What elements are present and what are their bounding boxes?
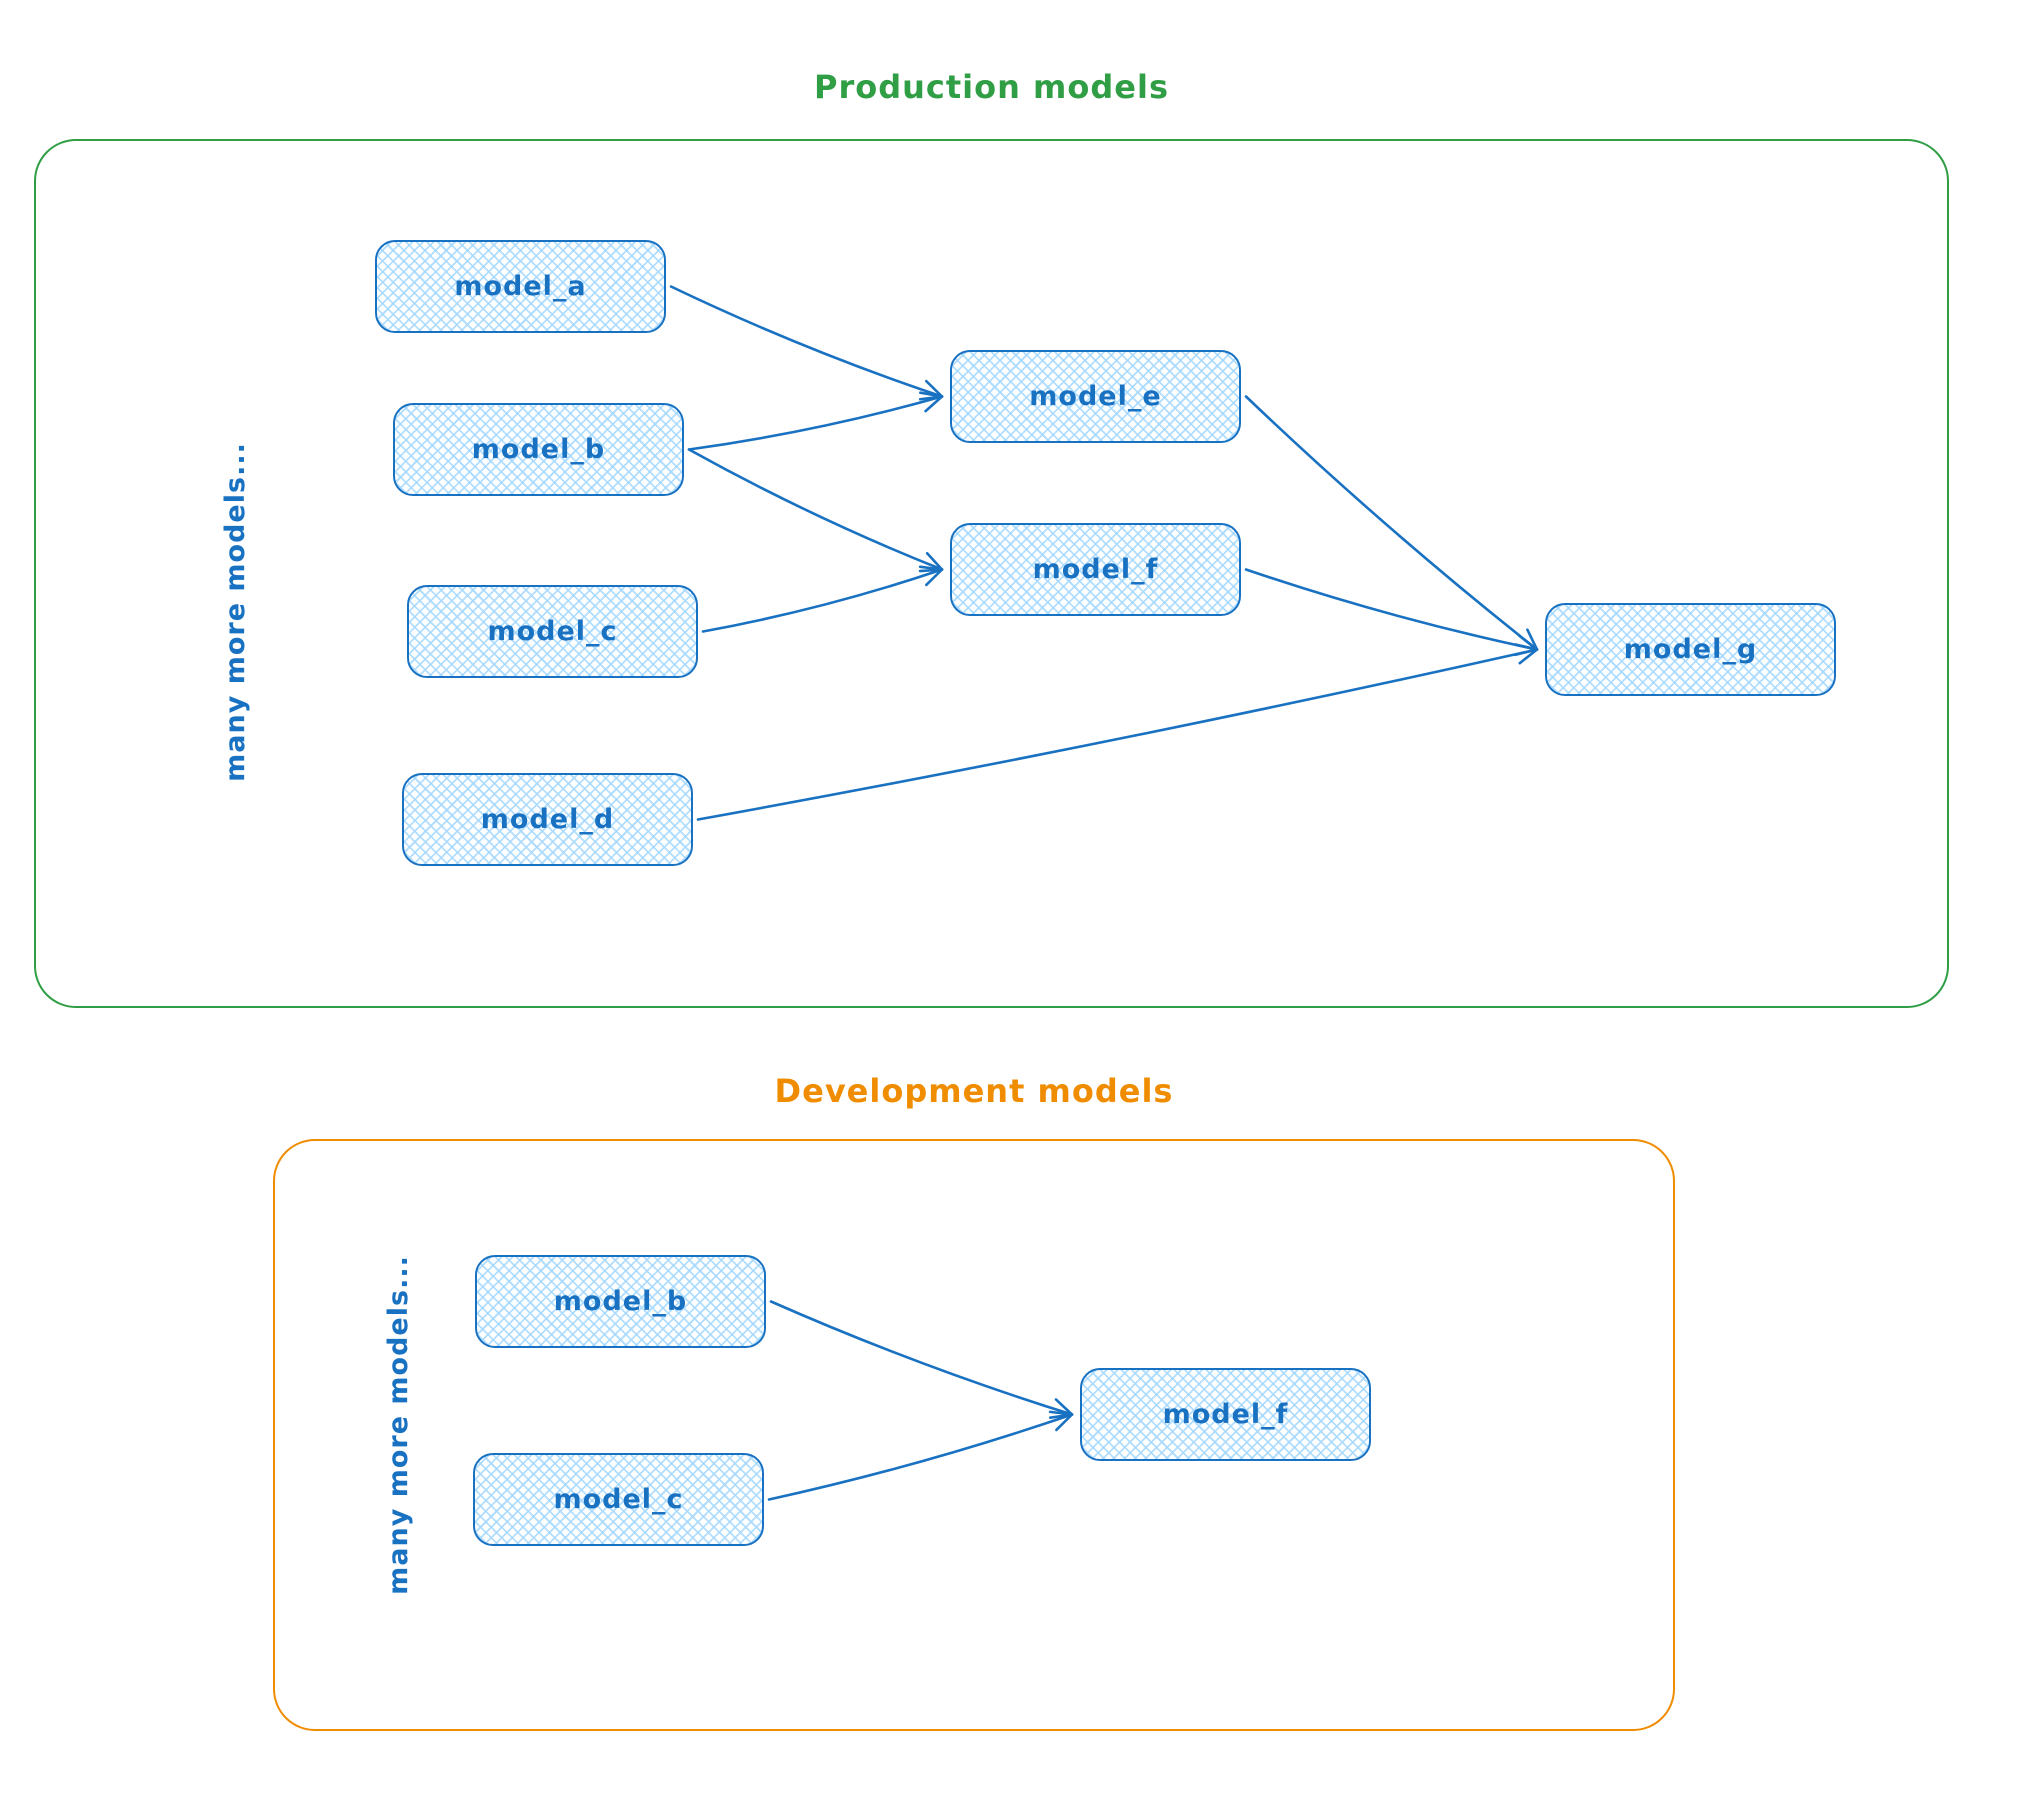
- node-model_b: model_b: [393, 403, 684, 496]
- node-model_a-label: model_a: [454, 271, 587, 302]
- production-group-title: Production models: [814, 68, 1169, 106]
- node-model_e: model_e: [950, 350, 1241, 443]
- node-model_c-label: model_c: [487, 616, 618, 647]
- development-side-label: many more models...: [383, 1255, 414, 1595]
- node-model_c: model_c: [407, 585, 698, 678]
- node-dev-model_b: model_b: [475, 1255, 766, 1348]
- node-model_f: model_f: [950, 523, 1241, 616]
- node-model_e-label: model_e: [1029, 381, 1162, 412]
- production-group-box: [34, 139, 1949, 1008]
- node-model_g-label: model_g: [1623, 634, 1758, 665]
- node-model_f-label: model_f: [1032, 554, 1159, 585]
- development-group-title: Development models: [774, 1072, 1174, 1110]
- node-model_b-label: model_b: [471, 434, 606, 465]
- node-dev-model_b-label: model_b: [553, 1286, 688, 1317]
- node-dev-model_c: model_c: [473, 1453, 764, 1546]
- node-model_g: model_g: [1545, 603, 1836, 696]
- development-group-box: [273, 1139, 1675, 1731]
- production-side-label: many more models...: [220, 442, 251, 782]
- node-dev-model_c-label: model_c: [553, 1484, 684, 1515]
- node-model_d-label: model_d: [480, 804, 615, 835]
- node-model_d: model_d: [402, 773, 693, 866]
- node-dev-model_f: model_f: [1080, 1368, 1371, 1461]
- node-model_a: model_a: [375, 240, 666, 333]
- node-dev-model_f-label: model_f: [1162, 1399, 1289, 1430]
